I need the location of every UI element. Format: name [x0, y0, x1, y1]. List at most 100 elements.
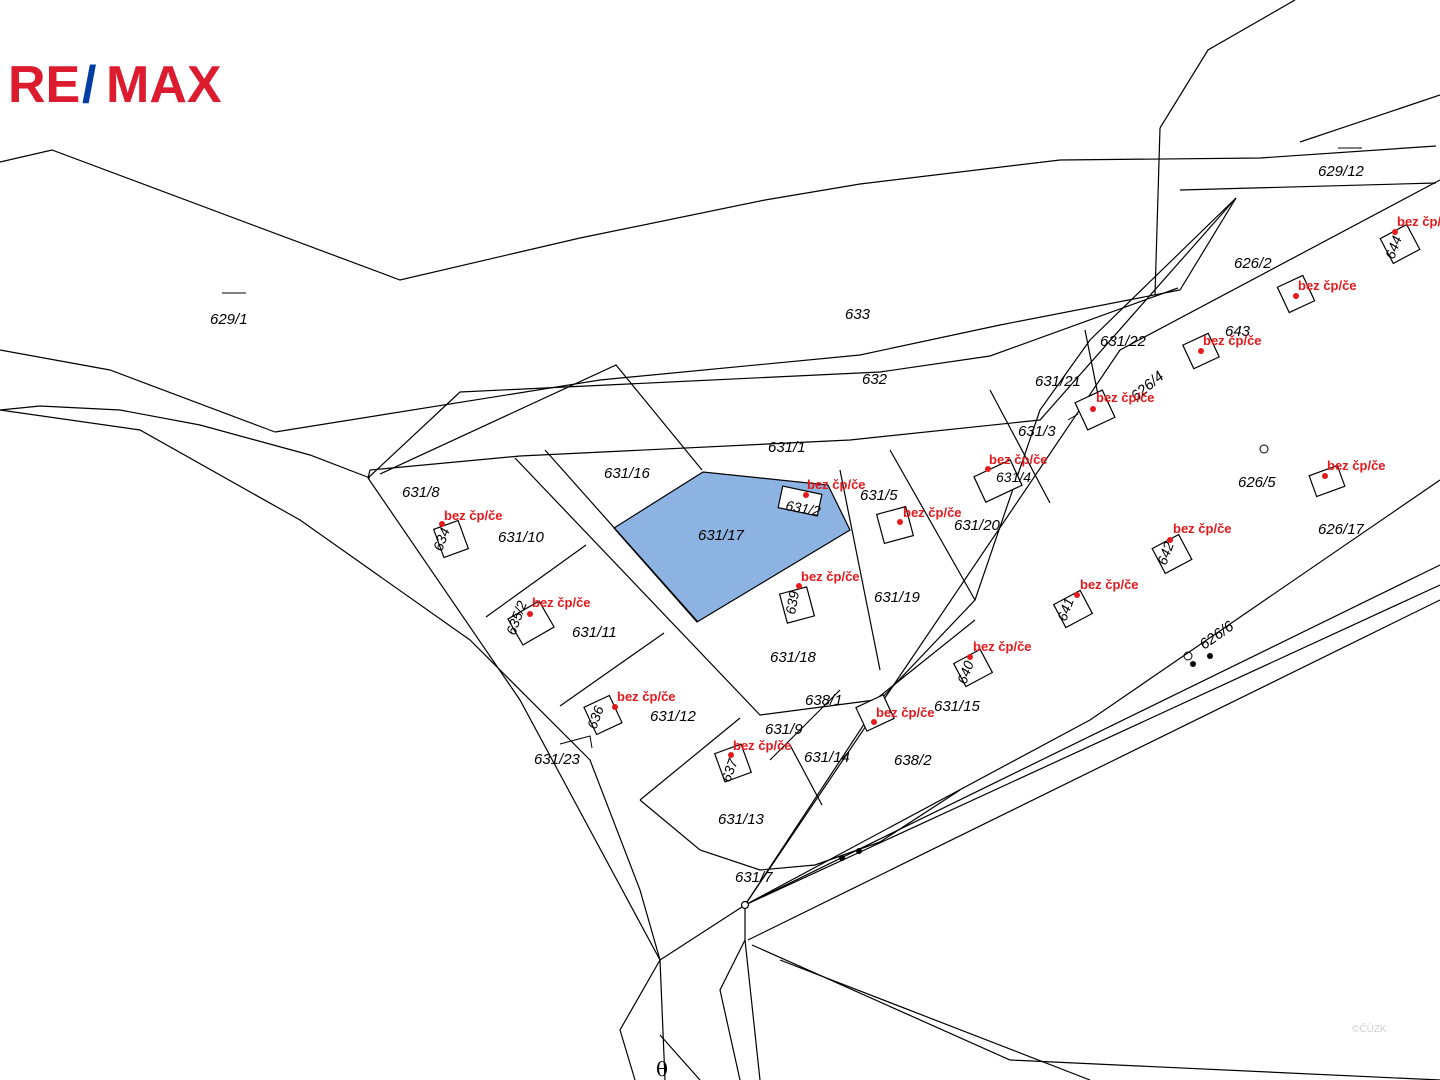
building-label: 642 [1154, 539, 1177, 567]
parcel-label: 631/14 [804, 749, 850, 766]
survey-point-icon [740, 900, 750, 910]
logo-re: RE [8, 56, 80, 112]
parcel-label: 631/17 [698, 527, 745, 544]
note-dot [897, 519, 903, 525]
note-dot [796, 583, 802, 589]
note-dot [1074, 592, 1080, 598]
parcel-label: 629/1 [210, 311, 248, 328]
note-dot [527, 611, 533, 617]
no-number-note: bez čp/če [1397, 214, 1440, 229]
parcel-label: 632 [862, 371, 888, 388]
parcel-labels: 629/12 629/1 633 632 631/1 631/16 631/17 631/8 6… [210, 163, 1365, 886]
building-638-2 [855, 694, 895, 732]
building-634 [432, 519, 470, 559]
building-label: 644 [1382, 233, 1405, 261]
building-637 [713, 743, 753, 783]
note-dot [1198, 348, 1204, 354]
parcel-label: 631/13 [718, 811, 765, 828]
parcel-label: 631/12 [650, 708, 697, 725]
building-631-4 [973, 459, 1023, 503]
building-641 [1052, 589, 1094, 629]
parcel-label: 626/2 [1234, 255, 1272, 272]
building-label: 631/4 [996, 469, 1031, 485]
parcel-label: 631/1 [768, 439, 806, 456]
pole-icon [1190, 661, 1196, 667]
parcel-label: 629/12 [1318, 163, 1365, 180]
pole-icon [839, 855, 845, 861]
no-number-note: bez čp/če [532, 595, 591, 610]
note-dot [803, 492, 809, 498]
no-number-note: bez čp/če [1298, 278, 1357, 293]
no-number-note: bez čp/če [876, 705, 935, 720]
note-dot [871, 719, 877, 725]
parcel-label: 626/5 [1238, 474, 1276, 491]
copyright-text: ©ČÚZK [1352, 1022, 1387, 1035]
note-dot [439, 521, 445, 527]
building-631-5 [875, 505, 915, 545]
note-dot [612, 704, 618, 710]
parcel-label: 631/10 [498, 529, 545, 546]
note-dot [1322, 473, 1328, 479]
parcel-label: 633 [845, 306, 871, 323]
building-639 [778, 586, 816, 624]
no-number-note: bez čp/če [903, 505, 962, 520]
no-number-note: bez čp/če [801, 569, 860, 584]
parcel-label: 631/22 [1100, 333, 1147, 350]
building-label: 634 [430, 525, 453, 553]
parcel-label: 626/17 [1318, 521, 1365, 538]
no-number-note: bez čp/če [733, 738, 792, 753]
parcel-label: 631/5 [860, 487, 898, 504]
logo-max: MAX [106, 56, 222, 112]
no-number-note: bez čp/če [1080, 577, 1139, 592]
no-number-note: bez čp/če [444, 508, 503, 523]
note-dot [1293, 293, 1299, 299]
parcel-label: 631/9 [765, 721, 803, 738]
note-dot [967, 654, 973, 660]
buildings [432, 223, 1421, 783]
no-number-note: bez čp/če [1173, 521, 1232, 536]
parcel-label: 631/15 [934, 698, 981, 715]
building-640 [952, 648, 994, 688]
parcel-label: 631/19 [874, 589, 921, 606]
building-642 [1151, 533, 1193, 575]
arrow-icon [1067, 413, 1079, 421]
parcel-label: 631/20 [954, 517, 1001, 534]
parcel-label: 631/8 [402, 484, 440, 501]
building-626-17 [1308, 464, 1346, 498]
building-label: 637 [718, 755, 741, 784]
parcel-label: 631/16 [604, 465, 651, 482]
parcel-label: 643 [1225, 323, 1251, 340]
building-label: 631/2 [784, 497, 821, 519]
no-number-note: bez čp/če [1203, 333, 1262, 348]
note-dot [1392, 229, 1398, 235]
no-number-note: bez čp/če [617, 689, 676, 704]
no-number-note: bez čp/če [1096, 390, 1155, 405]
parcel-label: 631/18 [770, 649, 817, 666]
note-dot [1090, 406, 1096, 412]
no-number-note: bez čp/če [973, 639, 1032, 654]
parcel-label: 631/23 [534, 751, 581, 768]
pole-icon [1207, 653, 1213, 659]
map-symbols: θ [559, 413, 1269, 1080]
parcel-label: 638/1 [805, 692, 843, 709]
no-number-note: bez čp/če [989, 452, 1048, 467]
remax-logo: RE / MAX [8, 56, 238, 117]
note-dot [728, 752, 734, 758]
parcel-label: 631/7 [735, 869, 773, 886]
no-number-notes: bez čp/če bez čp/če bez čp/če bez čp/če bez … [439, 214, 1440, 758]
building-label: 639 [782, 590, 802, 616]
well-icon [1259, 444, 1269, 454]
parcel-label: 631/11 [572, 624, 617, 641]
no-number-note: bez čp/če [1327, 458, 1386, 473]
logo-slash: / [82, 56, 96, 112]
parcel-label: 631/3 [1018, 423, 1056, 440]
pole-icon [856, 848, 862, 854]
theta-symbol-icon: θ [656, 1057, 668, 1080]
building-label: 640 [954, 658, 977, 686]
no-number-note: bez čp/če [807, 477, 866, 492]
building-631-2 [777, 485, 823, 517]
parcel-label: 638/2 [894, 752, 932, 769]
building-label: 636 [584, 703, 607, 731]
